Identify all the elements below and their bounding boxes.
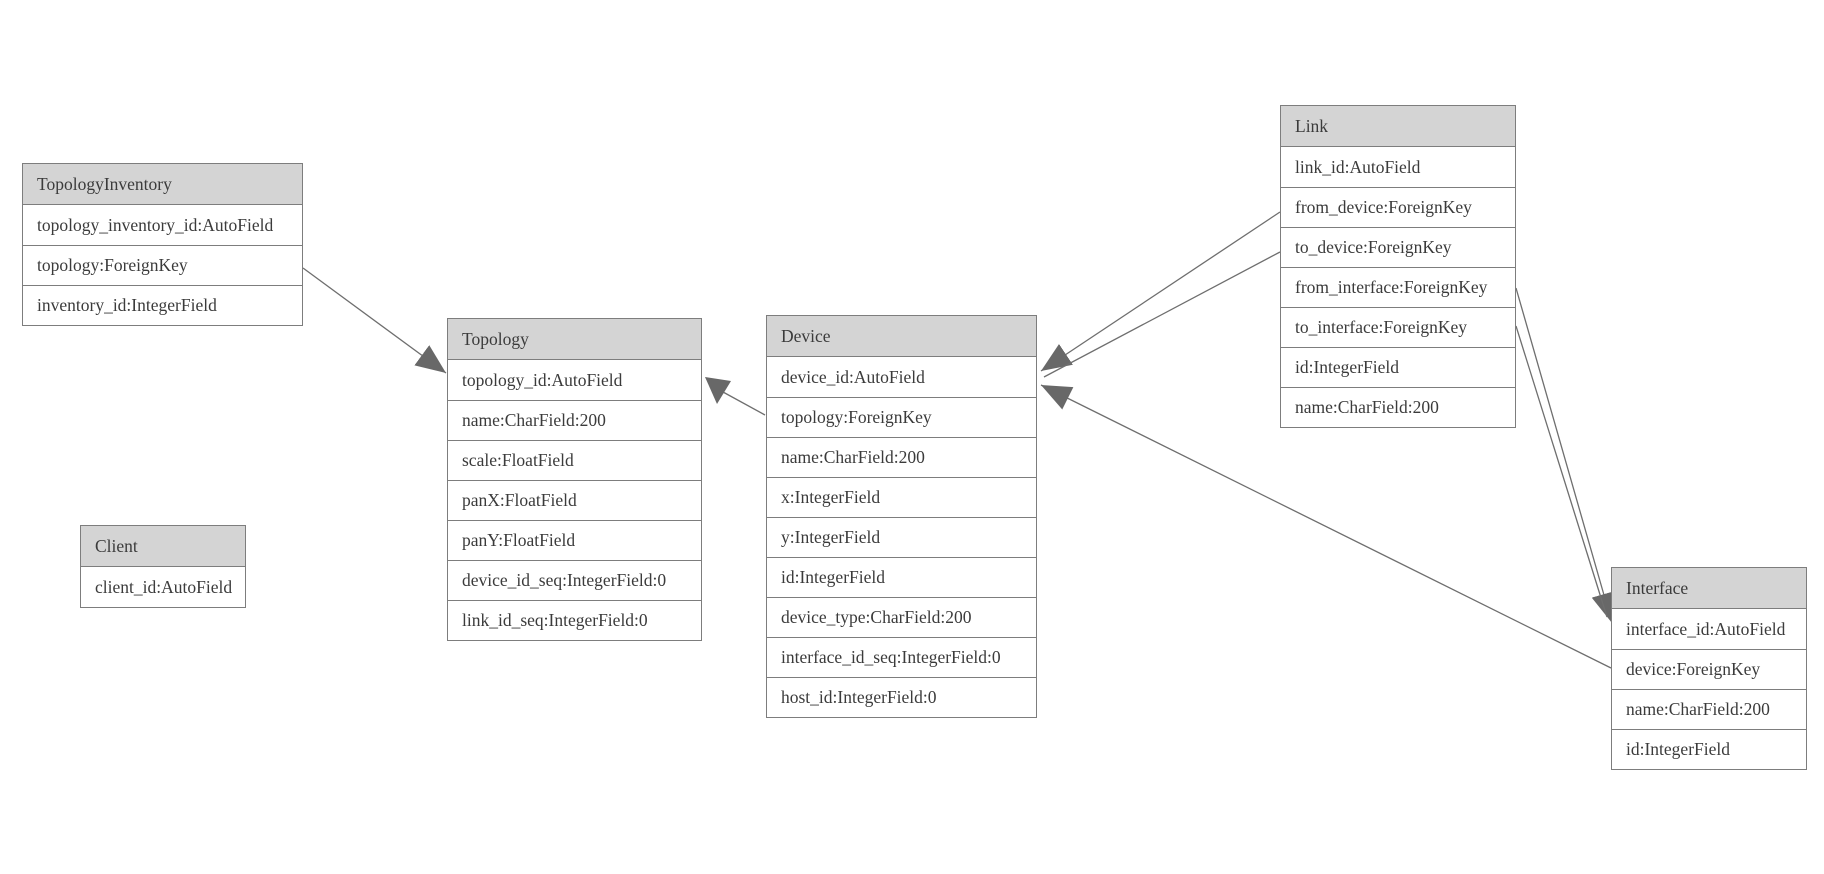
relationship-line: [1515, 325, 1608, 618]
entity-field-row: link_id_seq:IntegerField:0: [448, 600, 701, 640]
entity-field-row: topology:ForeignKey: [23, 245, 302, 285]
entity-field-row: y:IntegerField: [767, 517, 1036, 557]
relationship-line: [1040, 384, 1612, 669]
entity-field-row: interface_id:AutoField: [1612, 609, 1806, 649]
entity-field-row: to_device:ForeignKey: [1281, 227, 1515, 267]
entity-field-row: device_id:AutoField: [767, 357, 1036, 397]
entity-field-row: name:CharField:200: [448, 400, 701, 440]
entity-field-row: id:IntegerField: [1612, 729, 1806, 769]
entity-field-row: device_type:CharField:200: [767, 597, 1036, 637]
entity-field-row: scale:FloatField: [448, 440, 701, 480]
entity-field-row: x:IntegerField: [767, 477, 1036, 517]
entity-field-row: from_interface:ForeignKey: [1281, 267, 1515, 307]
entity-field-row: link_id:AutoField: [1281, 147, 1515, 187]
entity-field-row: from_device:ForeignKey: [1281, 187, 1515, 227]
entity-field-row: topology:ForeignKey: [767, 397, 1036, 437]
entity-field-row: to_interface:ForeignKey: [1281, 307, 1515, 347]
entity-field-row: inventory_id:IntegerField: [23, 285, 302, 325]
relationship-line: [302, 267, 447, 374]
relationship-line: [722, 391, 766, 416]
entity-field-row: name:CharField:200: [1281, 387, 1515, 427]
entity-field-row: id:IntegerField: [767, 557, 1036, 597]
arrowhead: [705, 377, 731, 404]
entity-field-row: device:ForeignKey: [1612, 649, 1806, 689]
entity-field-row: device_id_seq:IntegerField:0: [448, 560, 701, 600]
entity-field-row: topology_id:AutoField: [448, 360, 701, 400]
entity-field-row: id:IntegerField: [1281, 347, 1515, 387]
entity-title-device: Device: [767, 316, 1036, 357]
entity-title-topologyinventory: TopologyInventory: [23, 164, 302, 205]
entity-title-topology: Topology: [448, 319, 701, 360]
entity-title-link: Link: [1281, 106, 1515, 147]
relationship-line: [1515, 287, 1616, 624]
entity-field-row: panX:FloatField: [448, 480, 701, 520]
entity-title-client: Client: [81, 526, 245, 567]
entity-field-row: panY:FloatField: [448, 520, 701, 560]
entity-field-row: host_id:IntegerField:0: [767, 677, 1036, 717]
entity-field-row: client_id:AutoField: [81, 567, 245, 607]
relationship-line: [1043, 251, 1281, 378]
relationship-line: [1040, 211, 1281, 372]
entity-field-row: name:CharField:200: [767, 437, 1036, 477]
entity-field-row: interface_id_seq:IntegerField:0: [767, 637, 1036, 677]
entity-field-row: topology_inventory_id:AutoField: [23, 205, 302, 245]
entity-title-interface: Interface: [1612, 568, 1806, 609]
entity-field-row: name:CharField:200: [1612, 689, 1806, 729]
